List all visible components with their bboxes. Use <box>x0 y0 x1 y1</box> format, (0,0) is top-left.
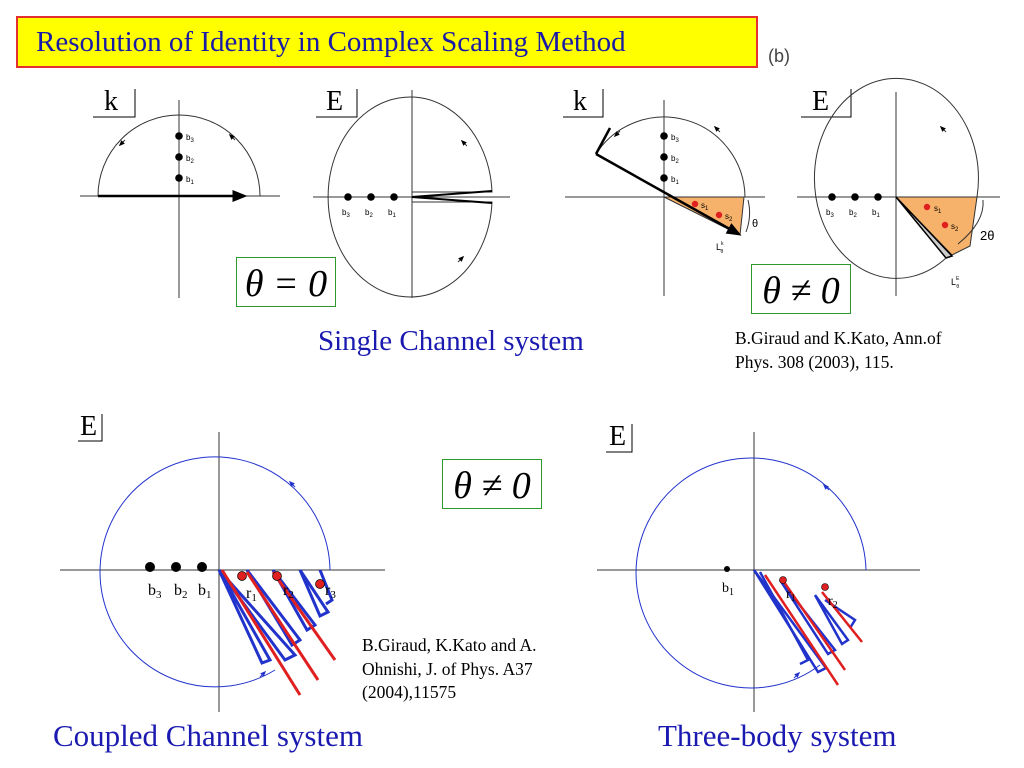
theta-equals-zero: θ = 0 <box>244 263 328 305</box>
e2-s1-label: s1 <box>934 204 942 215</box>
coupled-channel-caption: Coupled Channel system <box>53 718 363 753</box>
e1-hook <box>316 89 358 118</box>
reference-top-line-1: B.Giraud and K.Kato, Ann.of <box>735 328 942 348</box>
bound-states-e2 <box>828 193 882 201</box>
k2-b2-label: b2 <box>671 154 679 165</box>
three-body-contour-cuts <box>752 569 857 674</box>
e-plane-label-1: E <box>326 86 343 118</box>
k2-b3-label: b3 <box>671 133 679 144</box>
bound-states-e1 <box>344 193 398 201</box>
title-box: Resolution of Identity in Complex Scalin… <box>16 16 758 68</box>
reference-top-line-2: Phys. 308 (2003), 115. <box>735 351 894 372</box>
k-plane-label-2: k <box>573 86 587 118</box>
coupled-b1-label: b1 <box>198 582 212 601</box>
k-plane-label-1-text: k <box>104 86 118 117</box>
k1-b2-label: b2 <box>186 154 194 165</box>
bound-states-k1 <box>175 132 183 182</box>
coupled-r1-label: r1 <box>246 585 257 604</box>
e-plane-label-3: E <box>80 411 97 443</box>
k1-b3-label: b3 <box>186 133 194 144</box>
coupled-b3-label: b3 <box>148 582 162 601</box>
three-body-resonance-cuts <box>763 574 863 686</box>
three-body-bound-state <box>724 566 730 572</box>
e1-b1-label: b1 <box>388 208 396 219</box>
e2-b1-label: b1 <box>872 208 880 219</box>
k2-s2-label: s2 <box>725 212 733 223</box>
resonances-k2 <box>691 200 723 219</box>
reference-bottom-line-2: Ohnishi, J. of Phys. A37 <box>362 658 533 679</box>
e2-b3-label: b3 <box>826 208 834 219</box>
k-plane-label-1: k <box>104 86 118 118</box>
label-hooks <box>78 89 852 453</box>
e1-b2-label: b2 <box>365 208 373 219</box>
theta-not-zero-box-mid: θ ≠ 0 <box>442 459 542 509</box>
e4-hook <box>606 424 633 453</box>
e3-hook <box>78 414 103 442</box>
theta-not-zero-top: θ ≠ 0 <box>762 270 840 312</box>
coupled-r3-label: r3 <box>325 582 336 601</box>
resonances-e2 <box>923 203 949 229</box>
diagram-k-theta-nonzero <box>565 100 765 296</box>
k2-s1-label: s1 <box>701 201 709 212</box>
diagram-e-theta-nonzero <box>797 77 1000 296</box>
k2-hook <box>563 89 604 118</box>
e2-two-theta-label: 2θ <box>980 228 994 243</box>
e2-s2-label: s2 <box>951 222 959 233</box>
e2-hook <box>801 89 852 118</box>
reference-top: B.Giraud and K.Kato, Ann.of Phys. 308 (2… <box>735 327 942 374</box>
diagram-e-theta-zero <box>313 90 510 298</box>
panel-tag: (b) <box>768 46 790 66</box>
k1-b1-label: b1 <box>186 175 194 186</box>
reference-bottom-line-1: B.Giraud, K.Kato and A. <box>362 635 537 655</box>
k1-hook <box>93 89 136 118</box>
three-body-b1-label: b1 <box>722 581 734 598</box>
three-body-r1-label: r1 <box>786 587 796 604</box>
theta-not-zero-mid: θ ≠ 0 <box>453 465 531 507</box>
reference-bottom-line-3: (2004),11575 <box>362 682 457 703</box>
diagram-k-theta-zero <box>80 100 280 298</box>
coupled-b2-label: b2 <box>174 582 188 601</box>
three-body-resonances <box>779 576 829 591</box>
e-plane-label-1-text: E <box>326 86 344 117</box>
three-body-caption: Three-body system <box>658 718 897 753</box>
coupled-resonance-cuts <box>220 569 337 696</box>
e2-b2-label: b2 <box>849 208 857 219</box>
theta-equals-zero-box: θ = 0 <box>236 257 336 307</box>
k2-b1-label: b1 <box>671 175 679 186</box>
coupled-bound-states <box>145 562 207 572</box>
theta-not-zero-box-top: θ ≠ 0 <box>751 264 851 314</box>
single-channel-caption: Single Channel system <box>318 325 584 357</box>
bound-states-k2 <box>660 132 668 182</box>
three-body-r2-label: r2 <box>828 594 838 611</box>
e-plane-label-4-text: E <box>609 421 627 452</box>
e-plane-label-3-text: E <box>80 411 98 442</box>
e-plane-label-4: E <box>609 421 626 453</box>
page-title: Resolution of Identity in Complex Scalin… <box>36 26 626 58</box>
k2-theta-label: θ <box>752 218 758 230</box>
coupled-r2-label: r2 <box>283 582 294 601</box>
diagram-coupled-channel <box>60 432 385 712</box>
k-plane-label-2-text: k <box>573 86 587 117</box>
e-plane-label-2: E <box>812 86 829 118</box>
coupled-resonances <box>237 571 325 589</box>
e-plane-label-2-text: E <box>812 86 830 117</box>
e1-b3-label: b3 <box>342 208 350 219</box>
diagram-three-body <box>597 432 920 712</box>
reference-bottom: B.Giraud, K.Kato and A. Ohnishi, J. of P… <box>362 634 537 705</box>
